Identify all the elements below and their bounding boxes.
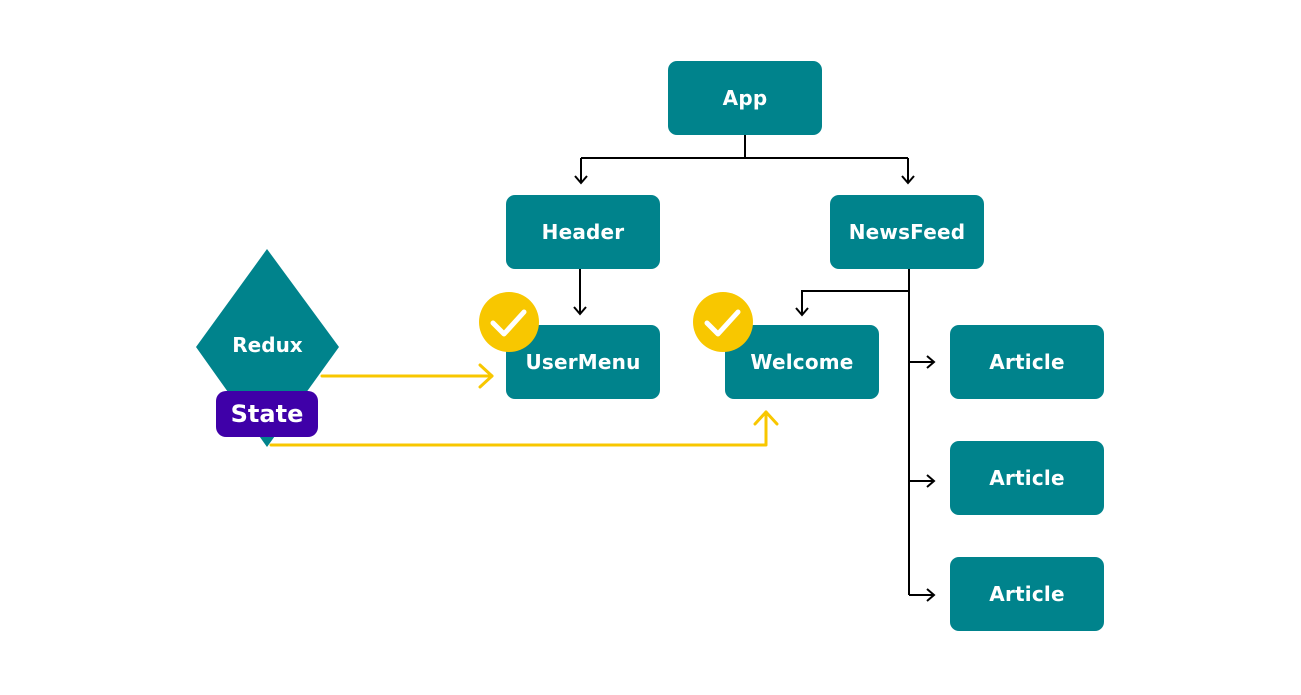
node-welcome[interactable]: Welcome (725, 325, 879, 399)
node-article[interactable]: Article (950, 325, 1104, 399)
redux-subscriptions (269, 363, 779, 447)
redux-diamond (196, 249, 339, 447)
redux-label: Redux (232, 333, 303, 357)
arrowhead-to-article-3 (926, 588, 936, 602)
check-circle-icon (693, 292, 753, 352)
arrowhead-to-article-1 (926, 355, 936, 369)
arrowhead-to-header (574, 175, 588, 185)
node-usermenu[interactable]: UserMenu (506, 325, 660, 399)
node-header[interactable]: Header (506, 195, 660, 269)
arrowhead-to-newsfeed (901, 175, 915, 185)
subscription-line-welcome (269, 410, 768, 447)
subscription-arrowhead-usermenu (478, 363, 494, 389)
node-article[interactable]: Article (950, 441, 1104, 515)
check-circle-icon (479, 292, 539, 352)
tree-connectors (573, 135, 936, 602)
node-app[interactable]: App (668, 61, 822, 135)
arrowhead-to-article-2 (926, 474, 936, 488)
node-newsfeed[interactable]: NewsFeed (830, 195, 984, 269)
subscription-arrowhead-welcome (753, 410, 779, 426)
arrowhead-to-welcome (795, 307, 809, 317)
arrowhead-to-usermenu (573, 306, 587, 316)
node-article[interactable]: Article (950, 557, 1104, 631)
state-badge: State (216, 391, 318, 437)
connector-newsfeed-welcome (801, 269, 910, 315)
